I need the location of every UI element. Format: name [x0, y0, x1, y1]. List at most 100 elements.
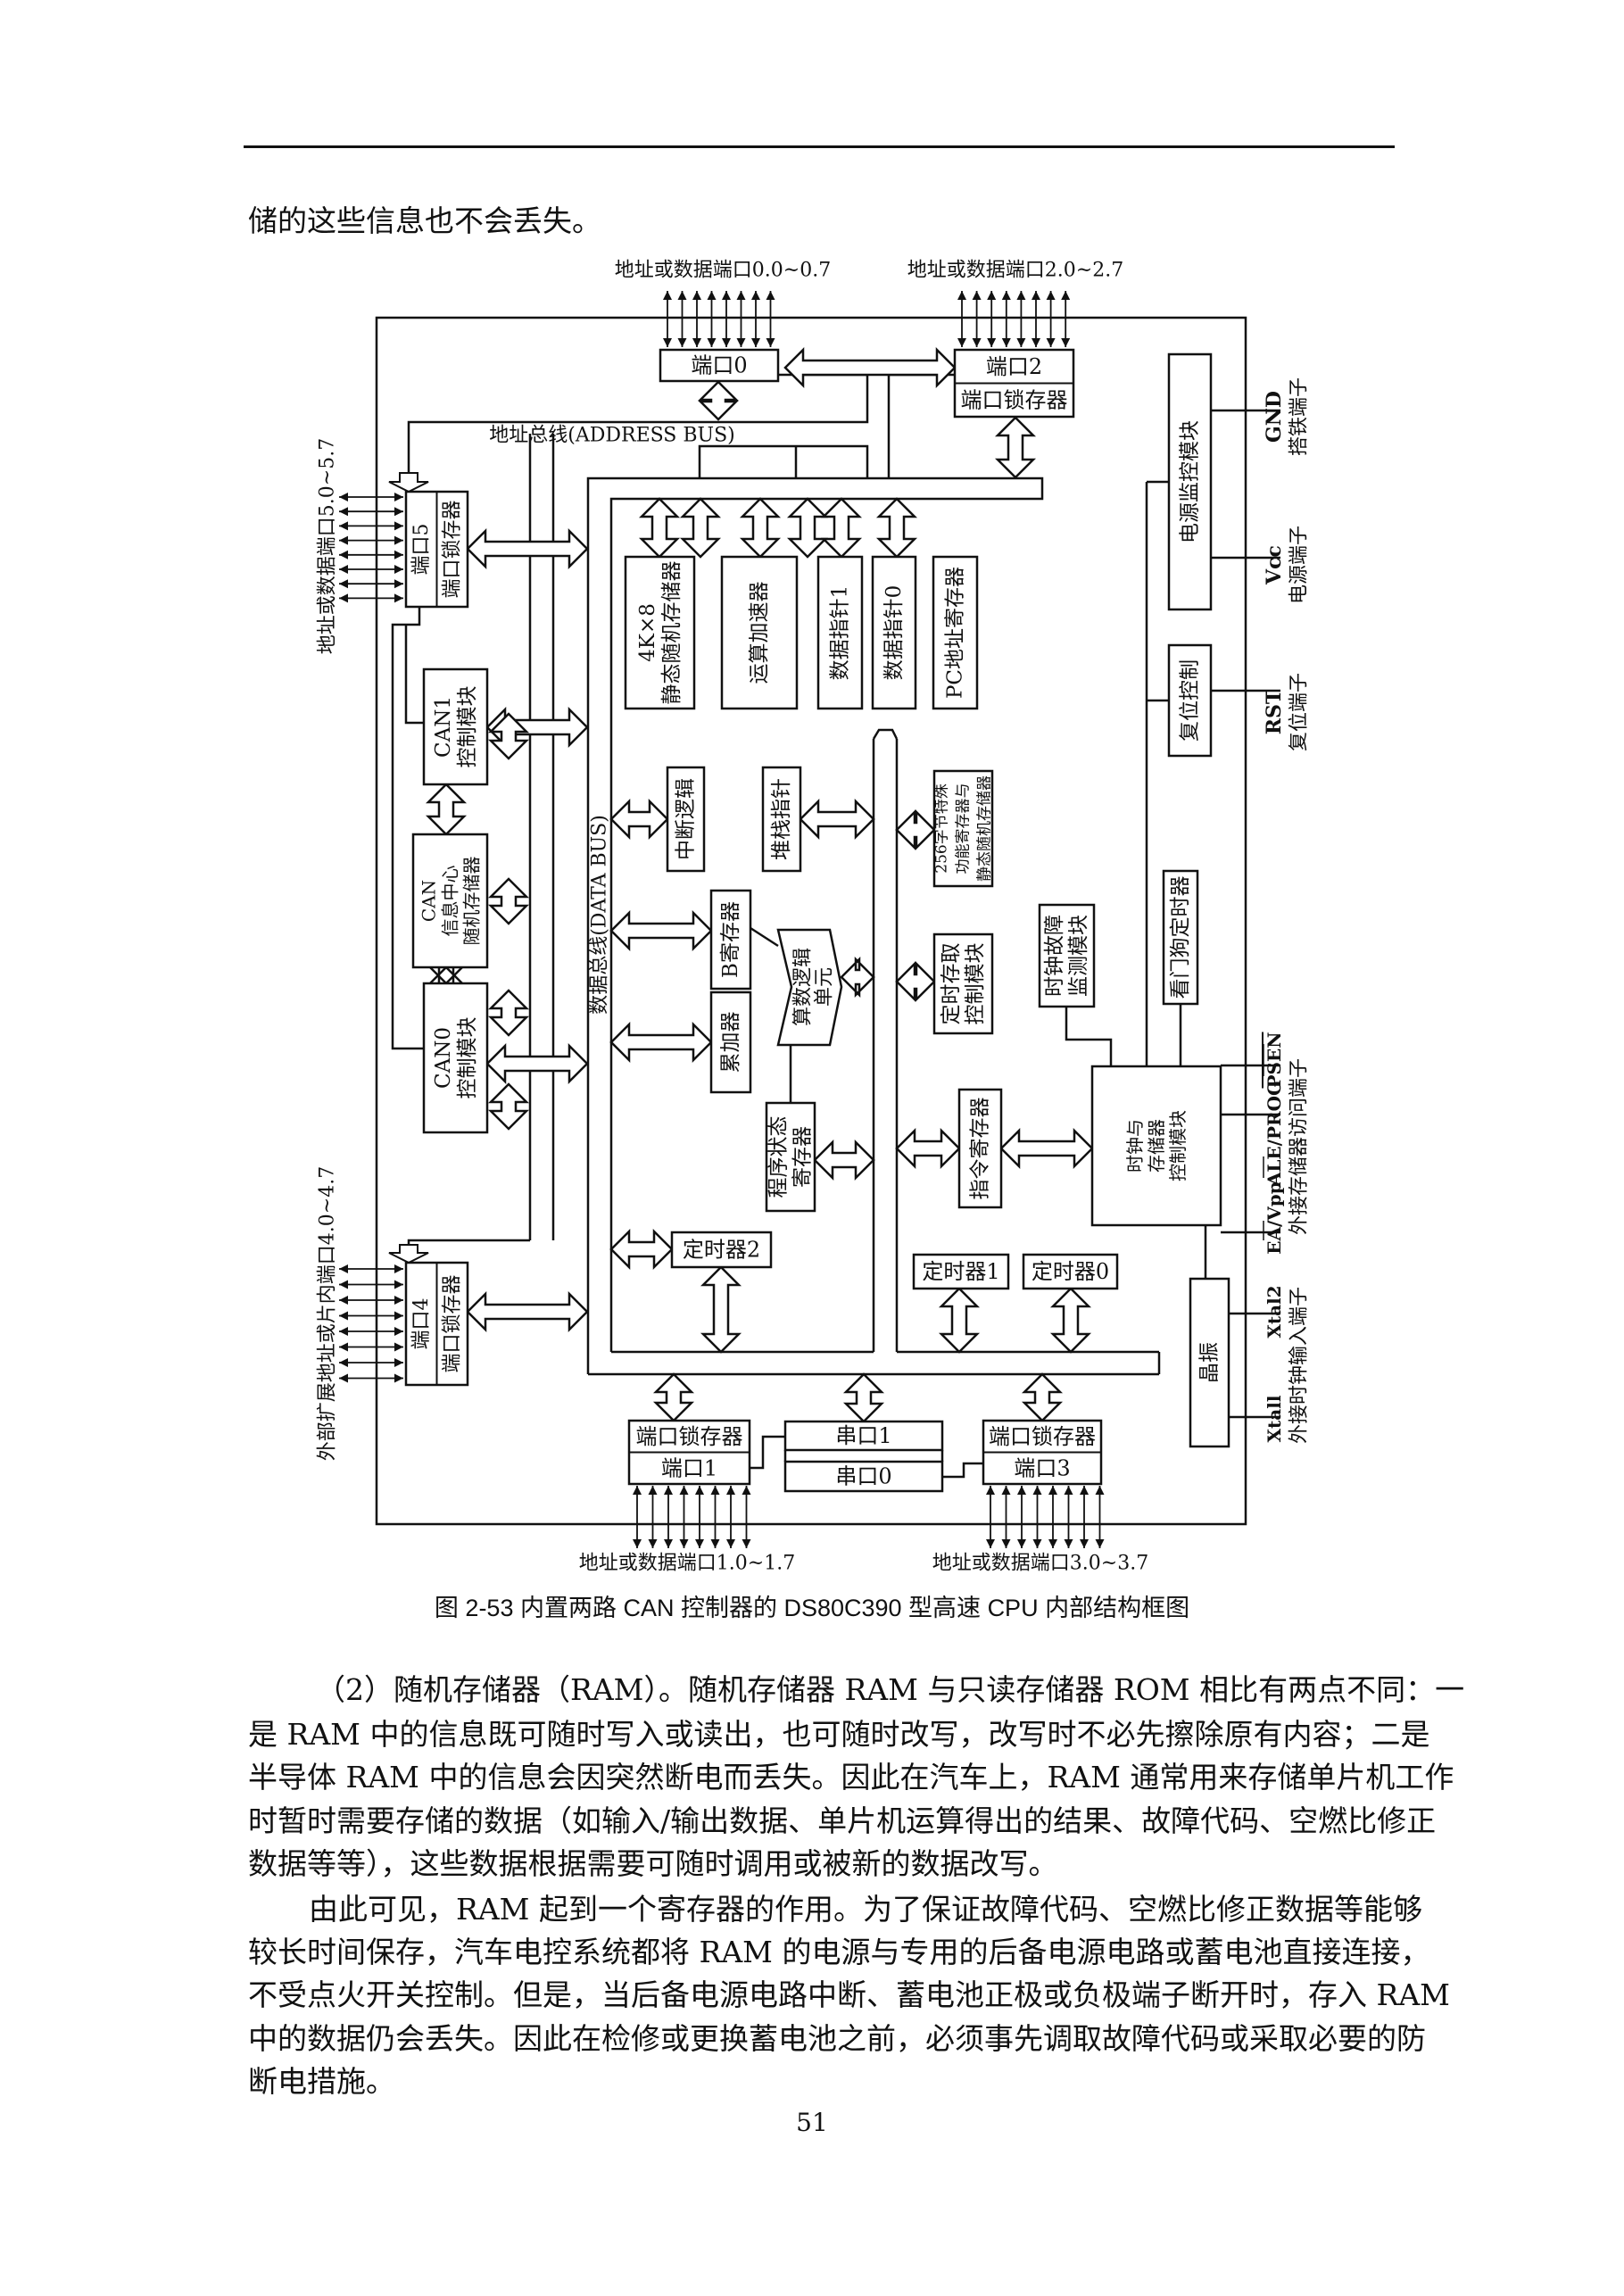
rst-terminal-label: RST — [1263, 689, 1286, 734]
psw-block — [765, 1101, 816, 1213]
double-arrow-icon — [1021, 1372, 1064, 1422]
clk-fail-block — [1038, 903, 1096, 1008]
arrowhead-icon — [722, 338, 731, 347]
arrowhead-icon — [394, 1327, 403, 1336]
port4-pin-label: 外部扩展地址或片内端口4.0~4.7 — [317, 1166, 339, 1461]
arrowhead-icon — [394, 521, 403, 531]
arrowhead-icon — [742, 1539, 751, 1548]
dptr0-block-label: 数据指针0 — [882, 585, 906, 681]
port2-block-label: 端口2 — [986, 354, 1042, 379]
arrowhead-icon — [394, 1296, 403, 1305]
arrowhead-icon — [957, 338, 966, 347]
connector-line — [942, 1462, 983, 1479]
xtal1-terminal-label: Xtall — [1264, 1395, 1285, 1442]
dptr1-block-label: 数据指针1 — [829, 585, 852, 681]
arrowhead-icon — [1061, 338, 1071, 347]
arrowhead-icon — [664, 1486, 673, 1495]
arrowhead-icon — [648, 1486, 658, 1495]
can-ram-block-label: 随机存储器 — [461, 857, 483, 946]
timer2-block — [670, 1231, 773, 1269]
arrowhead-icon — [1048, 1539, 1057, 1548]
arrowhead-icon — [972, 291, 982, 300]
arrowhead-icon — [394, 507, 403, 517]
arrowhead-icon — [339, 521, 348, 531]
gnd-terminal-label: 搭铁端子 — [1288, 377, 1311, 456]
arrowhead-icon — [1080, 1539, 1089, 1548]
text-line: 时暂时需要存储的数据（如输入/输出数据、单片机运算得出的结果、故障代码、空燃比修… — [248, 1803, 1437, 1838]
arrowhead-icon — [1001, 1539, 1011, 1548]
port5-block-label: 端口5 — [410, 524, 433, 576]
double-arrow-icon — [994, 416, 1037, 479]
uart0-block — [783, 1460, 944, 1493]
sfr-block-label: 256字节特殊 — [933, 783, 951, 873]
double-arrow-icon — [820, 497, 863, 559]
vcc-terminal-label: 电源端子 — [1288, 526, 1311, 604]
pc-block-label: PC地址寄存器 — [944, 567, 967, 699]
sp-block — [761, 766, 802, 873]
timer1-block — [912, 1253, 1010, 1290]
double-arrow-icon — [425, 783, 468, 836]
address-bus — [887, 373, 955, 478]
double-arrow-icon — [466, 1290, 589, 1333]
clk-fail-block-label: 时钟故障 — [1043, 915, 1066, 997]
timer1-block-label: 定时器1 — [922, 1259, 999, 1284]
double-arrow-icon — [813, 1139, 875, 1181]
text-line: 不受点火开关控制。但是，当后备电源电路中断、蓄电池正极或负极端子断开时，存入 R… — [248, 1977, 1450, 2012]
arrowhead-icon — [394, 593, 403, 603]
b-reg-block-label: B寄存器 — [719, 901, 742, 978]
memory-access-terminal-label: 外接存储器访问端子 — [1288, 1058, 1311, 1235]
arrowhead-icon — [695, 1539, 704, 1548]
arrowhead-icon — [339, 593, 348, 603]
uart1-block-label: 串口1 — [835, 1423, 891, 1448]
double-arrow-icon — [875, 497, 918, 559]
ir-block — [957, 1088, 1003, 1209]
double-arrow-icon — [895, 1127, 961, 1170]
arrowhead-icon — [707, 291, 717, 300]
power-block-label: 电源监控模块 — [1179, 420, 1202, 543]
clock-input-terminal-label: 外接时钟输入端子 — [1288, 1287, 1311, 1444]
double-arrow-icon — [842, 1372, 885, 1423]
can0-block — [422, 982, 489, 1134]
double-arrow-icon — [609, 798, 669, 841]
arrowhead-icon — [766, 291, 775, 300]
arrowhead-icon — [1046, 338, 1056, 347]
port2-pin-label: 地址或数据端口2.0~2.7 — [907, 260, 1123, 282]
arrowhead-icon — [957, 291, 966, 300]
arrowhead-icon — [736, 338, 746, 347]
arrowhead-icon — [986, 1539, 995, 1548]
acc-block-label: 累加器 — [719, 1012, 742, 1073]
chip-outline — [375, 316, 1247, 1526]
arrowhead-icon — [1064, 1486, 1073, 1495]
arrowhead-icon — [695, 1486, 704, 1495]
arrowhead-icon — [1064, 1539, 1073, 1548]
watchdog-block-label: 看门狗定时器 — [1169, 876, 1192, 999]
timer0-block-label: 定时器0 — [1032, 1259, 1109, 1284]
double-arrow-icon — [679, 497, 722, 559]
port3-pin-label: 地址或数据端口3.0~3.7 — [932, 1553, 1148, 1575]
arrowhead-icon — [986, 1486, 995, 1495]
address-bus — [407, 1239, 530, 1245]
arrowhead-icon — [394, 1358, 403, 1367]
double-arrow-icon — [652, 1372, 695, 1422]
double-arrow-icon — [638, 497, 681, 559]
arrowhead-icon — [707, 338, 717, 347]
dptr0-block — [871, 555, 917, 710]
arrowhead-icon — [987, 338, 997, 347]
can-ram-block-label: CAN — [418, 880, 440, 922]
clk-mem-block-label: 控制模块 — [1167, 1110, 1189, 1181]
sfr-block-label: 功能寄存器与 — [955, 783, 973, 874]
down-arrow-icon — [388, 1244, 429, 1264]
arrowhead-icon — [751, 291, 760, 300]
arrowhead-icon — [679, 1539, 689, 1548]
can1-block-label: 控制模块 — [456, 686, 479, 768]
arrowhead-icon — [766, 338, 775, 347]
arrowhead-icon — [394, 1373, 403, 1383]
arrowhead-icon — [1001, 338, 1011, 347]
down-arrow-icon — [388, 472, 429, 493]
arrowhead-icon — [664, 1539, 673, 1548]
text-line: 是 RAM 中的信息既可随时写入或读出，也可随时改写，改写时不必先擦除原有内容；… — [248, 1717, 1430, 1752]
psen-terminal-label: PSEN — [1264, 1032, 1285, 1088]
port3-block-label: 端口锁存器 — [989, 1424, 1096, 1449]
